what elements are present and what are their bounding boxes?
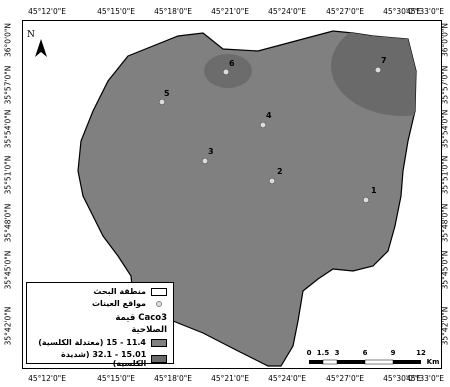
- map-legend: منطقة البحث مواقع العينات قيمة Caco3 الص…: [26, 282, 174, 368]
- scale-tick-4: 9: [390, 349, 396, 357]
- scale-tick-5: 12: [416, 349, 426, 357]
- study-area-swatch: [151, 287, 167, 296]
- left-latitude-label: 35°54'0"N: [3, 109, 13, 149]
- legend-row-study-area: منطقة البحث: [93, 287, 167, 296]
- scale-tick-3: 6: [362, 349, 368, 357]
- legend-moderate-label: 11.4 - 15 (معتدلة الكلسية): [38, 338, 146, 347]
- bottom-longitude-label: 45°12'0"E: [28, 374, 66, 383]
- sample-site-label-4: 4: [266, 111, 272, 120]
- bottom-longitude-label: 45°18'0"E: [154, 374, 192, 383]
- right-latitude-label: 35°42'0"N: [440, 306, 450, 346]
- top-longitude-label: 45°21'0"E: [211, 7, 249, 16]
- top-longitude-label: 45°12'0"E: [28, 7, 66, 16]
- legend-row-high: 15.01 - 32.1 (شديدة الكلسية): [27, 350, 167, 368]
- top-longitude-label: 45°33'0"E: [406, 7, 444, 16]
- high-calcareous-zone-northeast: [331, 31, 416, 116]
- sample-site-label-7: 7: [381, 56, 387, 65]
- bottom-longitude-label: 45°15'0"E: [97, 374, 135, 383]
- sample-site-label-6: 6: [229, 59, 235, 68]
- sample-site-label-5: 5: [164, 89, 170, 98]
- legend-row-moderate: 11.4 - 15 (معتدلة الكلسية): [38, 338, 167, 347]
- bottom-longitude-label: 45°33'0"E: [406, 374, 444, 383]
- left-latitude-label: 36°0'0"N: [3, 23, 13, 57]
- top-longitude-label: 45°24'0"E: [268, 7, 306, 16]
- scale-bar: [309, 359, 421, 365]
- left-latitude-label: 35°48'0"N: [3, 203, 13, 243]
- bottom-longitude-label: 45°30'0"E: [383, 374, 421, 383]
- legend-high-label: 15.01 - 32.1 (شديدة الكلسية): [61, 350, 147, 368]
- legend-row-sample-sites: مواقع العينات: [92, 299, 167, 308]
- right-latitude-label: 35°54'0"N: [440, 109, 450, 149]
- right-latitude-label: 35°45'0"N: [440, 250, 450, 290]
- sample-site-6: [222, 68, 230, 76]
- top-longitude-label: 45°18'0"E: [154, 7, 192, 16]
- sample-site-label-3: 3: [208, 147, 214, 156]
- sample-site-label-2: 2: [277, 167, 283, 176]
- left-latitude-label: 35°42'0"N: [3, 306, 13, 346]
- top-longitude-label: 45°30'0"E: [383, 7, 421, 16]
- scale-tick-2: 3: [334, 349, 340, 357]
- bottom-longitude-label: 45°24'0"E: [268, 374, 306, 383]
- north-arrow: [35, 39, 47, 57]
- sample-site-1: [362, 196, 370, 204]
- bottom-longitude-label: 45°21'0"E: [211, 374, 249, 383]
- high-swatch: [151, 355, 167, 363]
- legend-study-area-label: منطقة البحث: [93, 287, 146, 296]
- sample-site-7: [374, 66, 382, 74]
- scale-unit: Km: [426, 358, 440, 366]
- sample-site-3: [201, 157, 209, 165]
- right-latitude-label: 35°51'0"N: [440, 155, 450, 195]
- north-letter: N: [27, 30, 35, 40]
- sample-site-2: [268, 177, 276, 185]
- left-latitude-label: 35°45'0"N: [3, 250, 13, 290]
- sample-site-5: [158, 98, 166, 106]
- sample-site-label-1: 1: [371, 186, 377, 195]
- left-latitude-label: 35°57'0"N: [3, 65, 13, 105]
- legend-value-title: قيمة Caco3: [115, 313, 167, 323]
- scale-tick-1: 1.5: [316, 349, 330, 357]
- top-longitude-label: 45°15'0"E: [97, 7, 135, 16]
- right-latitude-label: 35°57'0"N: [440, 65, 450, 105]
- left-latitude-label: 35°51'0"N: [3, 155, 13, 195]
- top-longitude-label: 45°27'0"E: [326, 7, 364, 16]
- sample-site-4: [259, 121, 267, 129]
- right-latitude-label: 36°0'0"N: [440, 23, 450, 57]
- scale-tick-0: 0: [306, 349, 312, 357]
- right-latitude-label: 35°48'0"N: [440, 203, 450, 243]
- sample-sites-layer: 1 2 3 4 5 6 7: [158, 56, 387, 204]
- sample-site-swatch: [156, 300, 162, 307]
- bottom-longitude-label: 45°27'0"E: [326, 374, 364, 383]
- moderate-swatch: [151, 338, 167, 347]
- legend-sample-sites-label: مواقع العينات: [91, 299, 146, 308]
- legend-suitability-title: الصلاحية: [131, 325, 167, 335]
